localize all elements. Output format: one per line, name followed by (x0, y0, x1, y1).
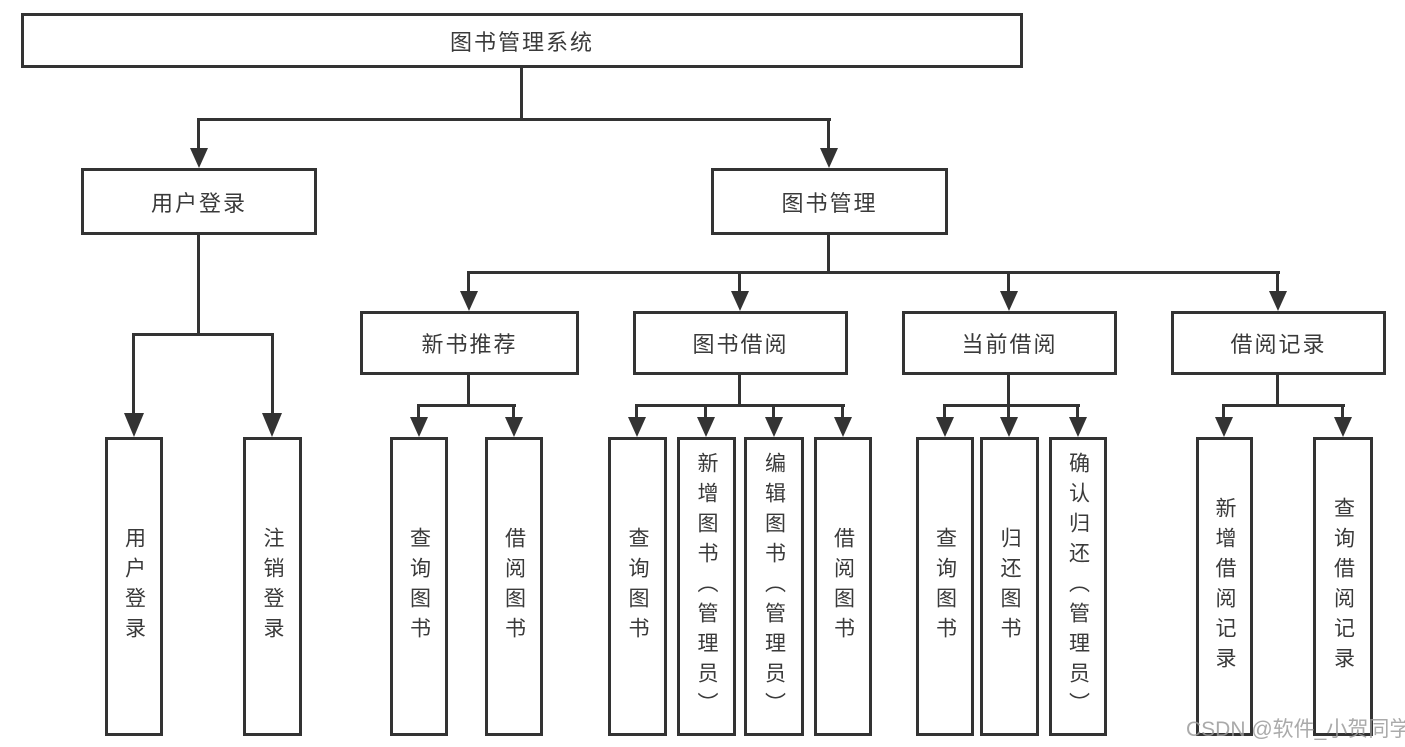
node-book-management: 图书管理 (711, 168, 948, 235)
arrow-down-icon (505, 417, 523, 437)
connector-line (704, 404, 707, 418)
connector-line (417, 404, 420, 418)
arrow-down-icon (1269, 291, 1287, 311)
connector-line (520, 68, 523, 120)
node-current-borrowing: 当前借阅 (902, 311, 1117, 375)
arrow-down-icon (1069, 417, 1087, 437)
node-label: 新书推荐 (421, 332, 518, 357)
connector-line (467, 375, 470, 406)
csdn-watermark: CSDN @软件_小贺同学 (1186, 718, 1405, 741)
connector-line (738, 271, 741, 293)
arrow-down-icon (765, 417, 783, 437)
connector-line (1076, 404, 1079, 418)
connector-line (635, 404, 845, 407)
arrow-down-icon (1334, 417, 1352, 437)
node-label: 归还图书 (998, 526, 1021, 647)
arrow-down-icon (460, 291, 478, 311)
leaf-confirm-return-admin: 确认归还（管理员） (1049, 437, 1107, 736)
node-label: 确认归还（管理员） (1066, 451, 1090, 722)
node-book-borrowing: 图书借阅 (633, 311, 848, 375)
leaf-add-books-admin: 新增图书（管理员） (677, 437, 736, 736)
node-label: 新增借阅记录 (1213, 496, 1236, 677)
node-label: 图书借阅 (692, 332, 789, 357)
arrow-down-icon (834, 417, 852, 437)
node-label: 新增图书（管理员） (695, 451, 718, 722)
node-label: 查询图书 (407, 526, 431, 647)
connector-line (1007, 375, 1010, 406)
node-label: 借阅图书 (502, 526, 526, 647)
connector-line (1222, 404, 1225, 418)
connector-line (772, 404, 775, 418)
arrow-down-icon (820, 148, 838, 168)
node-label: 借阅记录 (1230, 332, 1327, 357)
arrow-down-icon (262, 413, 282, 437)
connector-line (1276, 375, 1279, 406)
node-new-book-recommendation: 新书推荐 (360, 311, 579, 375)
leaf-query-books-3: 查询图书 (916, 437, 974, 736)
leaf-edit-books-admin: 编辑图书（管理员） (744, 437, 804, 736)
leaf-borrow-books-2: 借阅图书 (814, 437, 872, 736)
connector-line (468, 271, 1280, 274)
node-label: 编辑图书（管理员） (762, 451, 786, 722)
node-label: 查询图书 (626, 526, 649, 647)
node-label: 借阅图书 (831, 526, 855, 647)
connector-line (197, 235, 200, 334)
arrow-down-icon (1000, 291, 1018, 311)
connector-line (827, 118, 830, 150)
connector-line (512, 404, 515, 418)
arrow-down-icon (1000, 417, 1018, 437)
node-borrowing-records: 借阅记录 (1171, 311, 1386, 375)
leaf-return-books: 归还图书 (980, 437, 1039, 736)
leaf-user-login: 用户登录 (105, 437, 163, 736)
connector-line (132, 333, 135, 414)
leaf-query-books-1: 查询图书 (390, 437, 448, 736)
connector-line (467, 271, 470, 293)
node-label: 查询借阅记录 (1331, 496, 1355, 677)
connector-line (132, 333, 274, 336)
node-label: 图书管理系统 (449, 29, 594, 55)
node-library-management-system: 图书管理系统 (21, 13, 1023, 68)
node-label: 图书管理 (781, 190, 878, 216)
leaf-query-books-2: 查询图书 (608, 437, 667, 736)
node-label: 当前借阅 (961, 332, 1058, 357)
connector-line (197, 118, 200, 150)
connector-line (943, 404, 1080, 407)
connector-line (1222, 404, 1345, 407)
arrow-down-icon (1215, 417, 1233, 437)
connector-line (738, 375, 741, 406)
connector-line (1007, 271, 1010, 293)
arrow-down-icon (628, 417, 646, 437)
connector-line (1007, 404, 1010, 418)
connector-line (1276, 271, 1279, 293)
leaf-logout: 注销登录 (243, 437, 302, 736)
arrow-down-icon (190, 148, 208, 168)
connector-line (197, 118, 831, 121)
leaf-borrow-books-1: 借阅图书 (485, 437, 543, 736)
connector-line (943, 404, 946, 418)
connector-line (1341, 404, 1344, 418)
connector-line (635, 404, 638, 418)
leaf-query-borrow-record: 查询借阅记录 (1313, 437, 1373, 736)
node-label: 查询图书 (933, 526, 957, 647)
arrow-down-icon (124, 413, 144, 437)
connector-line (841, 404, 844, 418)
arrow-down-icon (697, 417, 715, 437)
arrow-down-icon (731, 291, 749, 311)
arrow-down-icon (410, 417, 428, 437)
leaf-add-borrow-record: 新增借阅记录 (1196, 437, 1253, 736)
node-label: 用户登录 (150, 190, 247, 216)
connector-line (417, 404, 516, 407)
node-label: 用户登录 (122, 526, 146, 647)
arrow-down-icon (936, 417, 954, 437)
connector-line (827, 235, 830, 273)
connector-line (271, 333, 274, 414)
node-label: 注销登录 (261, 526, 284, 647)
node-user-login: 用户登录 (81, 168, 317, 235)
